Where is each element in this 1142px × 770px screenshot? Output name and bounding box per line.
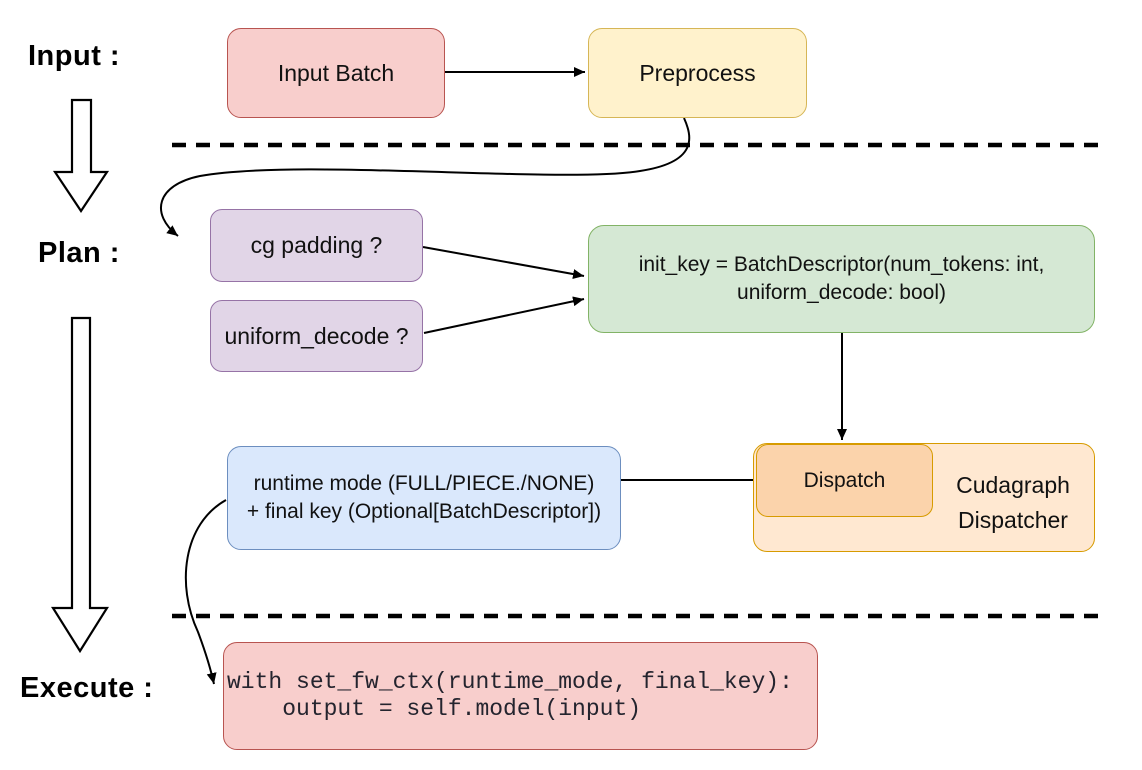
node-runtime-mode: runtime mode (FULL/PIECE./NONE) + final … — [227, 446, 621, 550]
section-label-execute: Execute : — [20, 672, 154, 704]
node-init-key-line1: init_key = BatchDescriptor(num_tokens: i… — [638, 253, 1045, 276]
node-cg-padding: cg padding ? — [210, 209, 423, 282]
node-input-batch: Input Batch — [227, 28, 445, 118]
node-dispatch: Dispatch — [756, 444, 933, 517]
dispatcher-label-line1: Cudagraph — [956, 472, 1070, 498]
node-cg-padding-label: cg padding ? — [250, 232, 383, 258]
dispatcher-label-line2: Dispatcher — [958, 507, 1068, 533]
arrow-uniformdecode-to-initkey — [423, 296, 585, 334]
node-init-key-line2: uniform_decode: bool) — [737, 281, 946, 304]
section-label-plan: Plan : — [38, 237, 120, 269]
node-uniform-decode: uniform_decode ? — [210, 300, 423, 372]
node-init-key: init_key = BatchDescriptor(num_tokens: i… — [588, 225, 1095, 333]
node-execute-code: with set_fw_ctx(runtime_mode, final_key)… — [223, 642, 818, 750]
node-preprocess-label: Preprocess — [639, 59, 756, 86]
node-dispatch-label: Dispatch — [803, 468, 886, 492]
section-label-input: Input : — [28, 40, 121, 72]
execute-code-line1: with set_fw_ctx(runtime_mode, final_key)… — [227, 669, 793, 695]
node-preprocess: Preprocess — [588, 28, 807, 118]
node-runtime-mode-line1: runtime mode (FULL/PIECE./NONE) — [253, 472, 595, 495]
node-cudagraph-dispatcher-label: Cudagraph Dispatcher — [933, 468, 1093, 538]
node-input-batch-label: Input Batch — [277, 59, 395, 86]
input-to-plan-arrow — [52, 98, 110, 213]
arrow-cgpadding-to-initkey — [422, 246, 585, 279]
node-uniform-decode-label: uniform_decode ? — [224, 322, 409, 349]
node-runtime-mode-line2: + final key (Optional[BatchDescriptor]) — [246, 500, 602, 523]
arrow-runtime-to-execute — [184, 499, 227, 685]
plan-to-execute-arrow — [51, 316, 109, 654]
execute-code-line2: output = self.model(input) — [227, 696, 642, 722]
